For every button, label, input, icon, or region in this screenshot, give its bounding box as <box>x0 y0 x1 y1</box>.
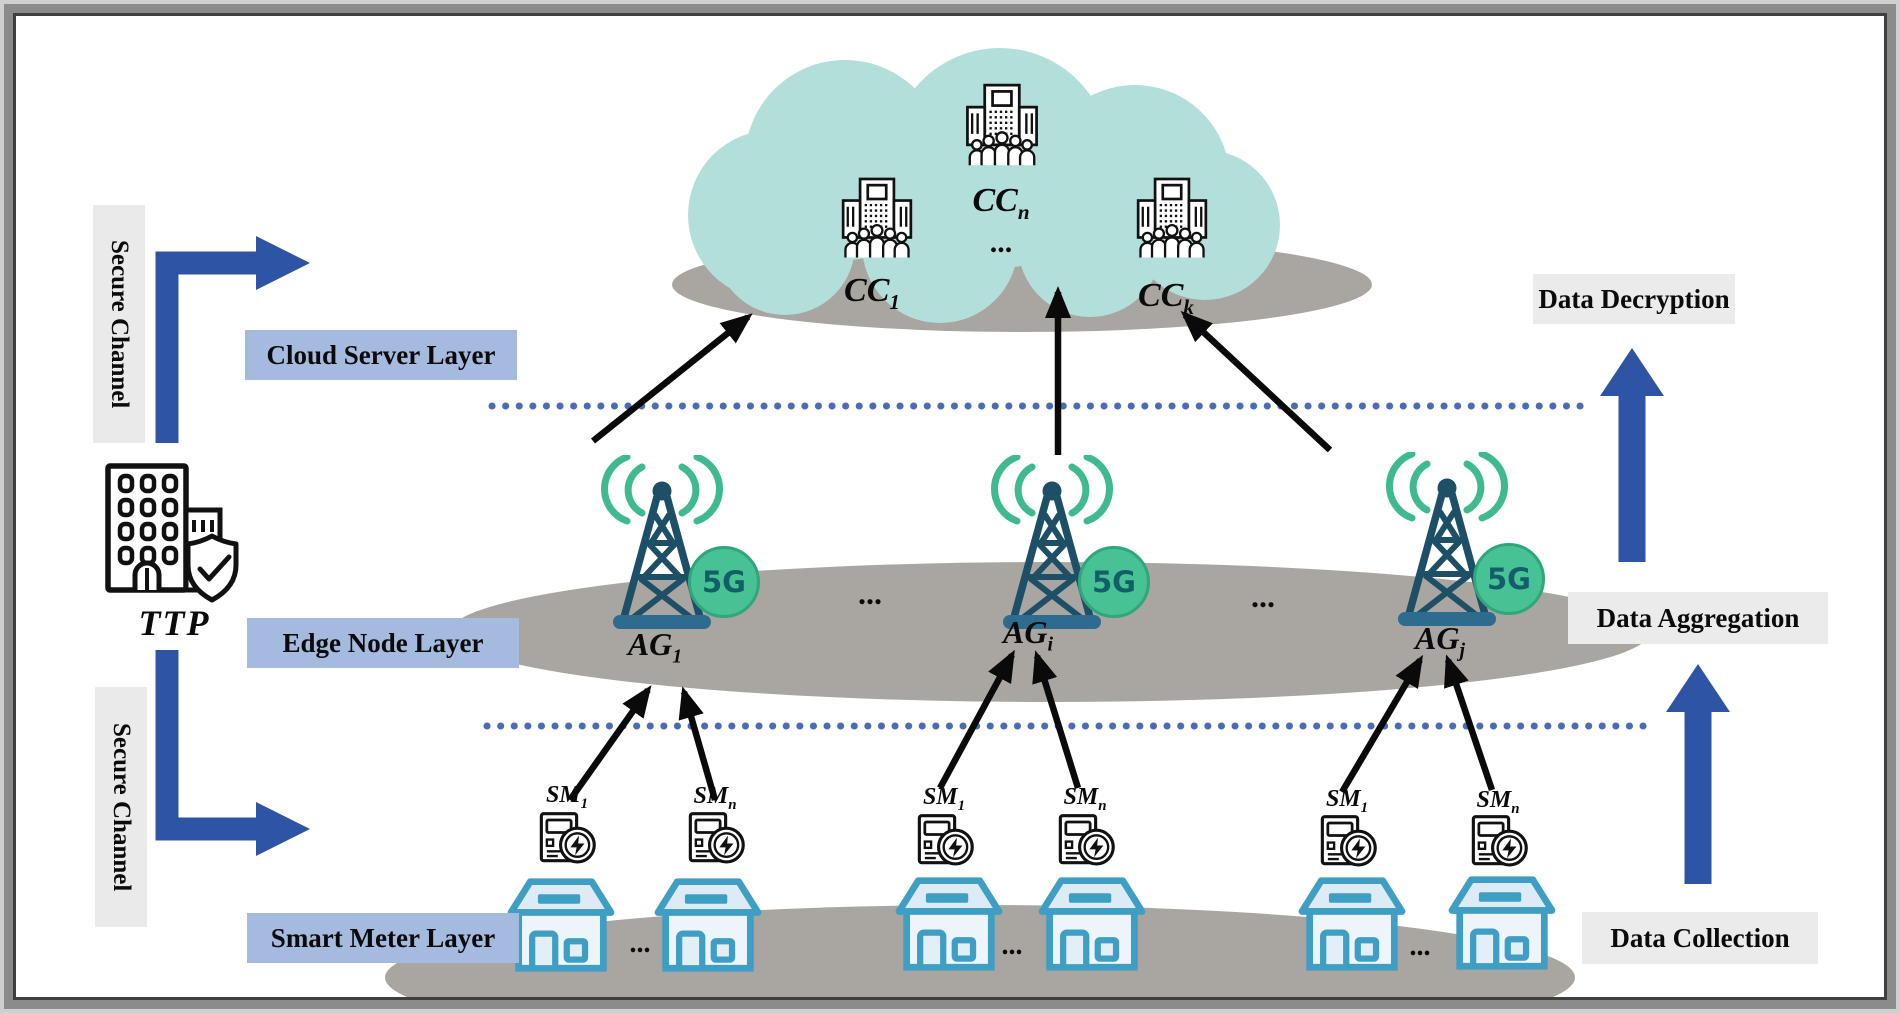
house-icon <box>652 874 764 974</box>
data-aggregation-label: Data Aggregation <box>1568 592 1828 644</box>
smart-meter-icon <box>688 810 746 866</box>
smart-meter-icon <box>539 810 597 866</box>
edge-ellipsis-left: ... <box>858 575 882 611</box>
data-decryption-arrow <box>1600 348 1664 562</box>
smart-meter-label: SM1 <box>1325 786 1369 816</box>
secure-channel-arrow-bottom <box>155 650 310 856</box>
house-ellipsis: ... <box>629 928 651 959</box>
house-icon <box>893 873 1005 973</box>
cloud-server-layer-label: Cloud Server Layer <box>245 330 517 380</box>
secure-channel-label-bottom: Secure Channel <box>95 687 147 927</box>
house-icon <box>1296 873 1408 973</box>
smart-meter-layer-label: Smart Meter Layer <box>247 913 519 963</box>
control-center-icon <box>1132 175 1212 263</box>
edge-node-label: AGj <box>1415 620 1465 662</box>
cloud-node-label: CCk <box>1138 277 1194 319</box>
house-icon <box>1446 872 1558 972</box>
smart-meter-label: SM1 <box>922 784 966 814</box>
cloud-ellipsis: ... <box>989 226 1013 259</box>
5g-badge: 5G <box>1078 546 1150 618</box>
edge-node-label: AG1 <box>627 626 683 668</box>
smart-meter-label: SM1 <box>545 782 589 812</box>
data-collection-label: Data Collection <box>1582 912 1818 964</box>
ttp-icon <box>98 458 248 608</box>
smart-meter-icon <box>1320 813 1378 869</box>
smart-meter-icon <box>1471 813 1529 869</box>
house-icon <box>505 874 617 974</box>
5g-badge: 5G <box>688 546 760 618</box>
data-aggregation-arrow <box>1666 664 1730 884</box>
arrow-agj-cloud <box>1180 310 1333 453</box>
ttp-label: TTP <box>138 603 211 643</box>
smart-meter-label: SMn <box>1476 787 1520 817</box>
house-ellipsis: ... <box>1001 930 1023 961</box>
control-center-icon <box>961 82 1043 170</box>
arrow-ag1-cloud <box>590 313 753 444</box>
smart-meter-icon <box>1058 812 1116 868</box>
house-icon <box>1036 873 1148 973</box>
secure-channel-label-top: Secure Channel <box>93 205 145 443</box>
cloud-node-label: CC1 <box>844 272 900 314</box>
smart-meter-label: SMn <box>1063 784 1107 814</box>
edge-node-label: AGi <box>1003 614 1053 656</box>
control-center-icon <box>837 175 917 263</box>
data-decryption-label: Data Decryption <box>1533 274 1735 324</box>
house-ellipsis: ... <box>1409 931 1431 962</box>
edge-ellipsis-right: ... <box>1251 578 1275 614</box>
5g-badge: 5G <box>1473 543 1545 615</box>
smart-meter-icon <box>917 812 975 868</box>
cloud-node-label: CCn <box>972 182 1030 224</box>
edge-node-layer-label: Edge Node Layer <box>247 618 519 668</box>
smart-meter-label: SMn <box>693 783 737 813</box>
